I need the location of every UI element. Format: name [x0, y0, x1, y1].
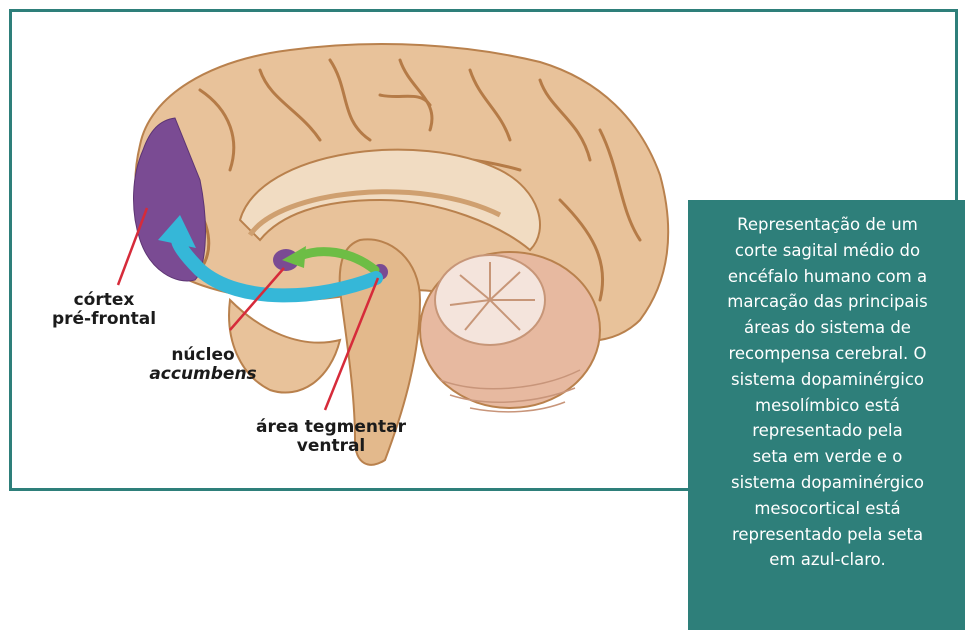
caption-line: recompensa cerebral. O [702, 341, 953, 367]
caption-line: em azul-claro. [702, 547, 953, 573]
caption-line: representado pela [702, 418, 953, 444]
caption-line: mesocortical está [702, 496, 953, 522]
label-area-line1: área tegmentar [256, 418, 406, 437]
caption-line: marcação das principais [702, 289, 953, 315]
caption-line: sistema dopaminérgico [702, 367, 953, 393]
label-nucleo: núcleo accumbens [148, 346, 258, 384]
caption-line: corte sagital médio do [702, 238, 953, 264]
caption-line: áreas do sistema de [702, 315, 953, 341]
caption-line: encéfalo humano com a [702, 264, 953, 290]
label-area-line2: ventral [256, 437, 406, 456]
label-cortex-line2: pré-frontal [49, 310, 159, 329]
caption-line: representado pela seta [702, 522, 953, 548]
label-nucleo-line1: núcleo [148, 346, 258, 365]
label-cortex: córtex pré-frontal [49, 291, 159, 329]
caption-line: Representação de um [702, 212, 953, 238]
caption-line: sistema dopaminérgico [702, 470, 953, 496]
caption-line: seta em verde e o [702, 444, 953, 470]
caption-line: mesolímbico está [702, 393, 953, 419]
label-area: área tegmentar ventral [256, 418, 406, 456]
cerebellum [420, 252, 600, 412]
label-nucleo-line2: accumbens [148, 365, 258, 384]
label-cortex-line1: córtex [49, 291, 159, 310]
caption-box: Representação de um corte sagital médio … [688, 200, 965, 630]
